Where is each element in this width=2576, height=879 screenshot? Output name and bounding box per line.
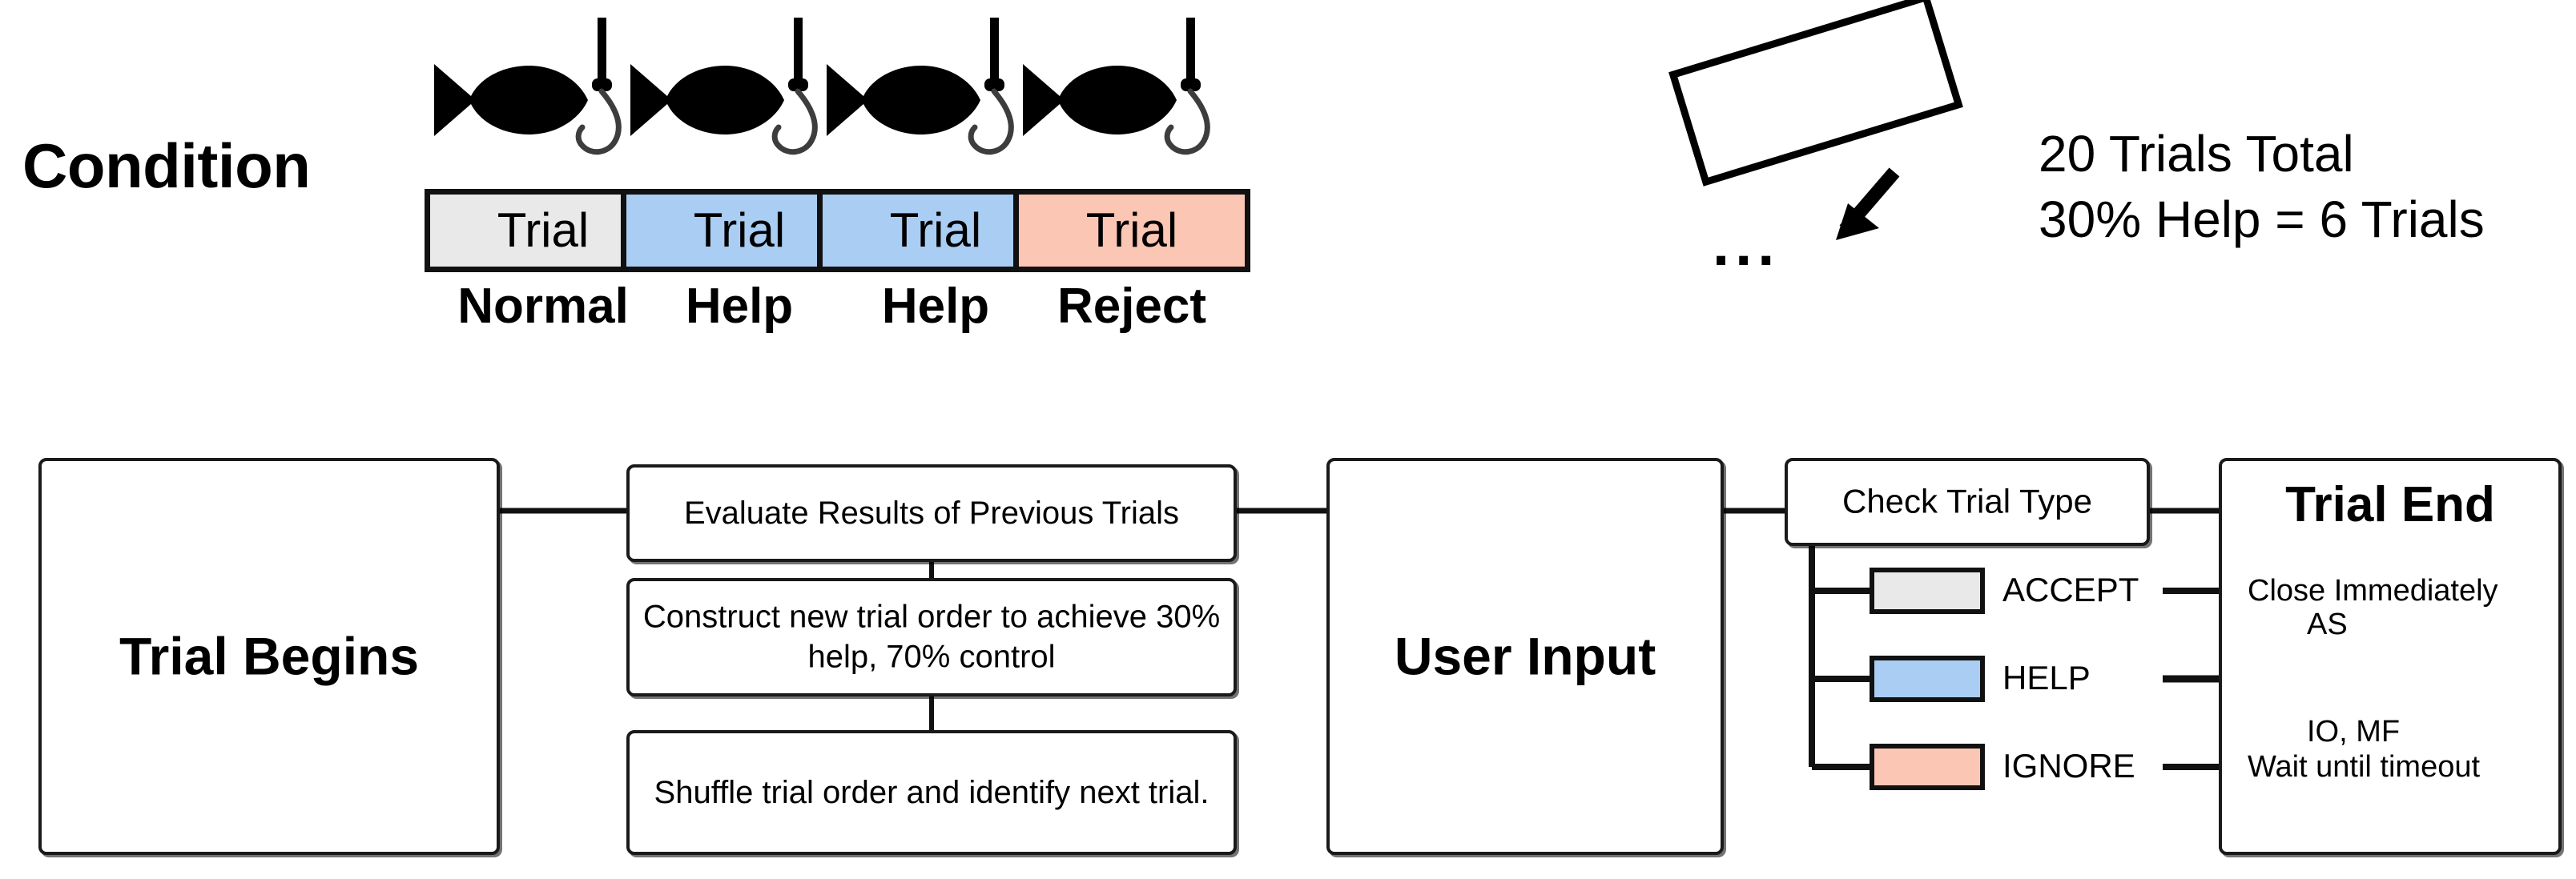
box-evaluate-results[interactable]: Evaluate Results of Previous Trials [626,464,1237,562]
trial-caption-2: Help [685,279,794,334]
box-shuffle-order[interactable]: Shuffle trial order and identify next tr… [626,730,1237,855]
branch-label-accept: ACCEPT [2002,571,2139,608]
swatch-accept[interactable] [1870,568,1985,614]
box-trial-begins[interactable]: Trial Begins [38,458,500,855]
box-user-input-label: User Input [1394,626,1656,686]
trials-summary: 20 Trials Total 30% Help = 6 Trials [2039,122,2485,253]
rotated-rectangle-icon [1668,0,1963,187]
box-construct-order-label: Construct new trial order to achieve 30%… [642,599,1221,675]
branch-label-ignore: IGNORE [2002,747,2135,785]
trial-column-1: Trial Normal [413,0,662,368]
swatch-help[interactable] [1870,656,1985,702]
box-shuffle-order-label: Shuffle trial order and identify next tr… [654,774,1210,810]
branch-label-help: HELP [2002,659,2091,696]
outcome-help-top: AS [2307,608,2348,641]
trial-column-4: Trial Reject [1002,0,1250,368]
fish-hook-icon [621,14,837,171]
box-user-input[interactable]: User Input [1326,458,1724,855]
arrow-down-left-icon [1836,167,1900,240]
box-check-trial-type[interactable]: Check Trial Type [1785,458,2150,546]
fish-hook-icon [1013,14,1230,171]
outcome-help-bottom: IO, MF [2307,715,2401,749]
box-trial-end[interactable]: Trial End [2219,458,2562,855]
rotated-card-group [1650,0,2019,272]
ellipsis: ... [1713,211,1781,279]
box-check-trial-type-label: Check Trial Type [1841,482,2093,520]
trial-caption-1: Normal [457,279,629,334]
fish-hook-icon [425,14,641,171]
condition-label: Condition [22,130,311,201]
box-construct-order[interactable]: Construct new trial order to achieve 30%… [626,578,1237,696]
outcome-ignore: Wait until timeout [2248,750,2481,784]
box-evaluate-results-label: Evaluate Results of Previous Trials [683,495,1180,531]
swatch-ignore[interactable] [1870,744,1985,790]
fish-hook-icon [817,14,1033,171]
box-trial-end-title: Trial End [2285,477,2495,532]
box-trial-begins-label: Trial Begins [119,626,420,686]
help-percent-line: 30% Help = 6 Trials [2039,190,2485,248]
trial-caption-4: Reject [1057,279,1207,334]
trial-caption-3: Help [881,279,990,334]
trial-chip-4[interactable]: Trial [1013,189,1250,272]
outcome-accept: Close Immediately [2248,574,2498,608]
trials-total-line: 20 Trials Total [2039,125,2354,183]
